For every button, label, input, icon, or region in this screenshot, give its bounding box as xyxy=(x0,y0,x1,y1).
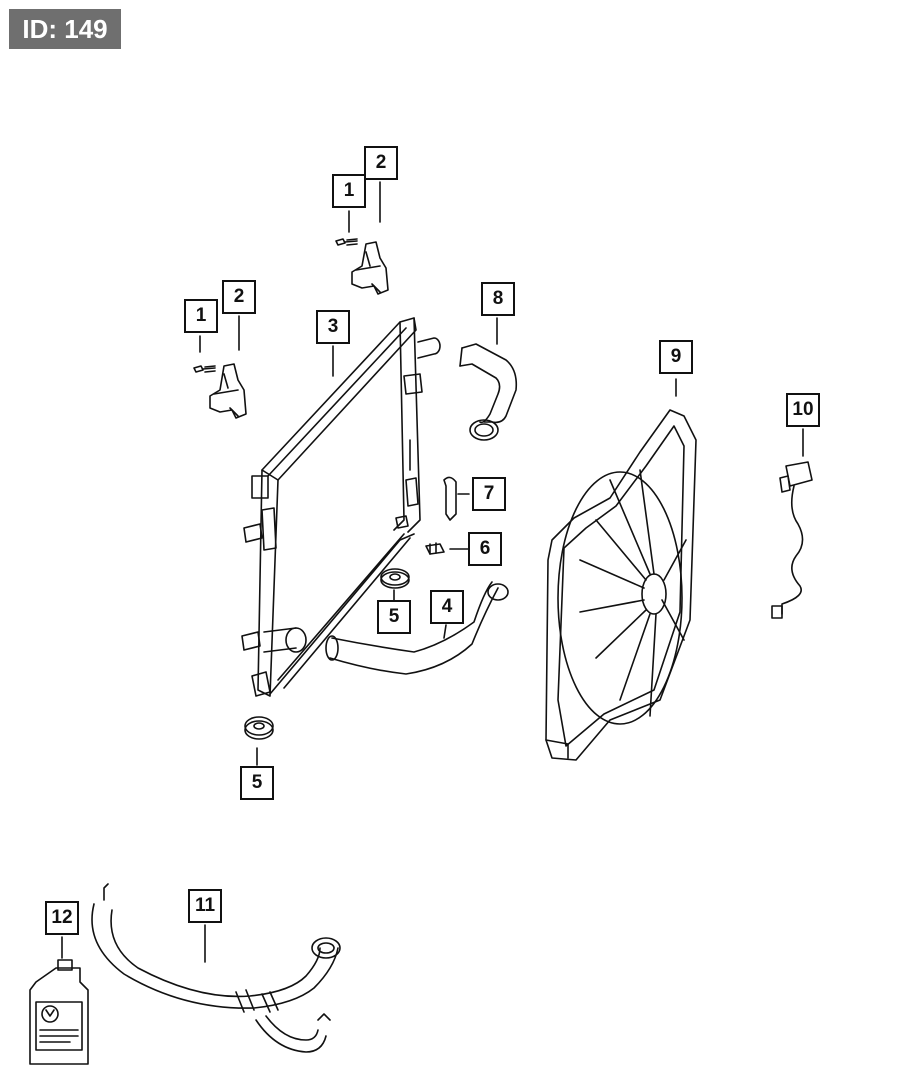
callout-2-lower: 2 xyxy=(222,280,256,314)
diagram-id-badge: ID: 149 xyxy=(9,9,121,49)
callout-3: 3 xyxy=(316,310,350,344)
leader-lines xyxy=(61,181,804,963)
radiator-icon xyxy=(241,317,441,697)
callout-5-middle: 5 xyxy=(377,600,411,634)
bolt-lower-icon xyxy=(193,365,216,373)
fitting-icon xyxy=(425,542,445,555)
callout-8: 8 xyxy=(481,282,515,316)
bolt-upper-icon xyxy=(335,238,358,246)
wire-connector-icon xyxy=(771,461,813,619)
heater-hose-icon xyxy=(91,883,341,1053)
callout-9: 9 xyxy=(659,340,693,374)
callout-6: 6 xyxy=(468,532,502,566)
upper-hose-icon xyxy=(459,343,518,441)
fan-shroud-icon xyxy=(545,409,697,761)
callout-1-upper: 1 xyxy=(332,174,366,208)
callout-5-lower: 5 xyxy=(240,766,274,800)
bracket-upper-icon xyxy=(351,241,389,295)
bracket-lower-icon xyxy=(209,363,247,419)
lower-hose-icon xyxy=(325,581,509,675)
coolant-jug-icon xyxy=(29,959,89,1065)
isolator-lower-icon xyxy=(244,716,274,740)
isolator-middle-icon xyxy=(380,568,410,589)
callout-1-lower: 1 xyxy=(184,299,218,333)
callout-11: 11 xyxy=(188,889,222,923)
callout-7: 7 xyxy=(472,477,506,511)
callout-12: 12 xyxy=(45,901,79,935)
small-hose-icon xyxy=(443,476,457,521)
callout-10: 10 xyxy=(786,393,820,427)
callout-2-upper: 2 xyxy=(364,146,398,180)
callout-4: 4 xyxy=(430,590,464,624)
